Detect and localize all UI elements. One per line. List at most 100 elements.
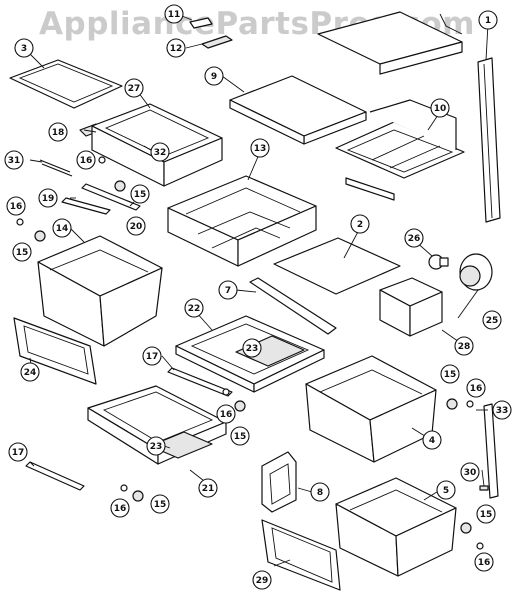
part-slide-17b[interactable]	[25, 461, 85, 491]
callout-30: 30	[460, 462, 480, 482]
part-roller-15e[interactable]	[132, 490, 144, 502]
callout-17a: 17	[142, 346, 162, 366]
svg-text:15: 15	[234, 432, 247, 442]
callout-16b: 16	[6, 196, 26, 216]
callout-3: 3	[14, 38, 34, 58]
svg-text:16: 16	[470, 384, 483, 394]
callout-21: 21	[198, 478, 218, 498]
callout-23a: 23	[242, 338, 262, 358]
svg-text:15: 15	[444, 370, 457, 380]
part-glass-2[interactable]	[273, 237, 401, 295]
leader-lines	[27, 15, 489, 567]
svg-text:5: 5	[443, 486, 449, 496]
callout-20: 20	[126, 216, 146, 236]
part-bracket-12[interactable]	[201, 35, 233, 49]
part-socket-25[interactable]	[459, 253, 493, 291]
svg-text:23: 23	[246, 344, 259, 354]
callout-1: 1	[478, 10, 498, 30]
svg-text:1: 1	[485, 16, 491, 26]
part-vertical-rail-1[interactable]	[477, 57, 501, 223]
part-slide-19[interactable]	[61, 197, 111, 215]
part-top-shelf[interactable]	[317, 11, 463, 75]
callout-16a: 16	[76, 150, 96, 170]
callout-16e: 16	[110, 498, 130, 518]
part-roller-15f[interactable]	[460, 522, 472, 534]
part-drawer-front-29[interactable]	[261, 519, 341, 591]
callout-23b: 23	[146, 436, 166, 456]
part-roller-15c[interactable]	[234, 400, 246, 412]
svg-text:19: 19	[42, 194, 55, 204]
svg-text:25: 25	[486, 316, 499, 326]
callout-2: 2	[350, 214, 370, 234]
svg-text:23: 23	[150, 442, 163, 452]
part-screw-16a[interactable]	[98, 156, 106, 164]
part-screw-16e[interactable]	[120, 484, 128, 492]
part-strip-33[interactable]	[483, 403, 499, 499]
svg-text:28: 28	[458, 342, 471, 352]
svg-text:16: 16	[220, 410, 233, 420]
part-roller-15a[interactable]	[114, 180, 126, 192]
callout-14: 14	[52, 218, 72, 238]
callout-33: 33	[492, 400, 512, 420]
callout-10: 10	[430, 98, 450, 118]
svg-text:26: 26	[408, 234, 421, 244]
svg-text:18: 18	[52, 128, 65, 138]
part-slide-17a[interactable]	[167, 367, 233, 397]
svg-text:16: 16	[478, 558, 491, 568]
svg-text:10: 10	[434, 104, 447, 114]
svg-text:7: 7	[225, 286, 231, 296]
part-crisper-drawer-14[interactable]	[37, 235, 163, 347]
part-shelf-glass-9[interactable]	[229, 75, 367, 145]
callout-15d: 15	[440, 364, 460, 384]
part-roller-15b[interactable]	[34, 230, 46, 242]
part-shelf-frame-3[interactable]	[9, 59, 123, 109]
part-crisper-drawer-5[interactable]	[335, 477, 457, 577]
callout-18: 18	[48, 122, 68, 142]
part-glass-insert-23b[interactable]	[149, 431, 213, 459]
callout-26: 26	[404, 228, 424, 248]
callout-5: 5	[436, 480, 456, 500]
svg-text:31: 31	[8, 156, 21, 166]
callout-15f: 15	[476, 504, 496, 524]
svg-text:14: 14	[56, 224, 69, 234]
callout-8: 8	[310, 482, 330, 502]
part-slide-20[interactable]	[81, 183, 141, 211]
svg-text:15: 15	[16, 248, 29, 258]
callout-22: 22	[184, 298, 204, 318]
part-drawer-front-24[interactable]	[13, 317, 97, 385]
callout-27: 27	[124, 78, 144, 98]
part-hinge-11[interactable]	[189, 17, 213, 29]
svg-text:12: 12	[170, 44, 183, 54]
part-bracket-8[interactable]	[261, 451, 297, 513]
part-clip-30[interactable]	[479, 485, 489, 491]
part-crisper-cover-13[interactable]	[167, 175, 317, 267]
part-screw-16b[interactable]	[16, 218, 24, 226]
part-glass-insert-23a[interactable]	[235, 335, 305, 367]
part-clip-31[interactable]	[39, 159, 73, 177]
svg-text:27: 27	[128, 84, 141, 94]
callout-15c: 15	[230, 426, 250, 446]
svg-text:15: 15	[134, 190, 147, 200]
part-roller-15d[interactable]	[446, 398, 458, 410]
svg-text:33: 33	[496, 406, 509, 416]
part-screw-16c[interactable]	[222, 388, 230, 396]
part-crisper-drawer-4[interactable]	[305, 355, 437, 463]
svg-text:21: 21	[202, 484, 215, 494]
svg-text:11: 11	[168, 10, 181, 20]
callout-31: 31	[4, 150, 24, 170]
callout-15a: 15	[130, 184, 150, 204]
part-screw-16d[interactable]	[466, 400, 474, 408]
svg-text:30: 30	[464, 468, 477, 478]
part-light-shield-28[interactable]	[379, 277, 443, 337]
part-pan-cover-27[interactable]	[91, 103, 223, 187]
svg-text:15: 15	[480, 510, 493, 520]
part-bulb-26[interactable]	[428, 254, 449, 270]
part-screw-16f[interactable]	[476, 542, 484, 550]
svg-text:2: 2	[357, 220, 363, 230]
svg-text:3: 3	[21, 44, 27, 54]
svg-text:22: 22	[188, 304, 201, 314]
callout-7: 7	[218, 280, 238, 300]
part-rail-7[interactable]	[249, 277, 337, 335]
svg-text:17: 17	[146, 352, 159, 362]
